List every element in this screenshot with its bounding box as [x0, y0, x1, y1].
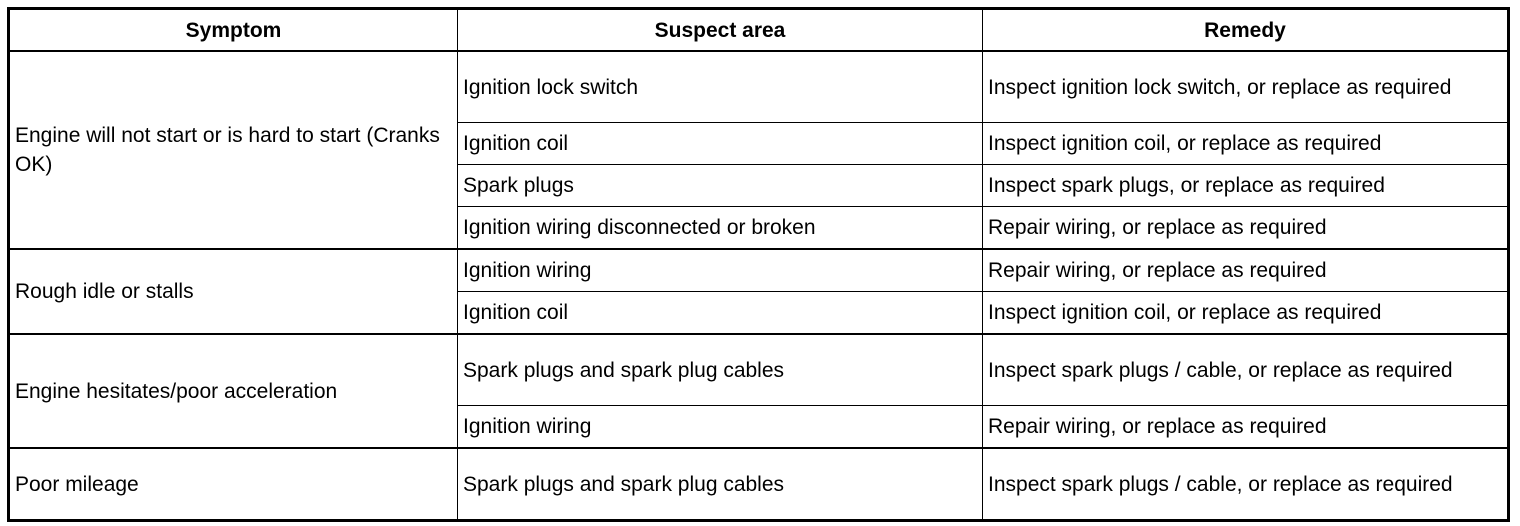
suspect-area-cell: Ignition wiring — [457, 248, 983, 292]
remedy-cell: Repair wiring, or replace as required — [982, 206, 1509, 250]
suspect-area-cell: Spark plugs and spark plug cables — [457, 447, 983, 521]
suspect-area-cell: Ignition coil — [457, 122, 983, 165]
header-suspect-area: Suspect area — [457, 8, 983, 52]
header-symptom: Symptom — [8, 8, 458, 52]
symptom-cell: Poor mileage — [8, 447, 458, 521]
table-header-row: Symptom Suspect area Remedy — [8, 8, 1509, 52]
suspect-area-cell: Ignition coil — [457, 291, 983, 335]
remedy-cell: Inspect ignition lock switch, or replace… — [982, 50, 1509, 123]
table-row: Ignition wiring disconnected or broken R… — [9, 206, 1509, 250]
suspect-area-cell: Ignition lock switch — [457, 50, 983, 123]
remedy-cell: Inspect ignition coil, or replace as req… — [982, 291, 1509, 335]
table-row: Rough idle or stalls Ignition wiring Rep… — [8, 248, 1509, 335]
remedy-cell: Inspect spark plugs / cable, or replace … — [982, 447, 1509, 521]
table-row: Poor mileage Spark plugs and spark plug … — [8, 447, 1509, 521]
table-row: Engine will not start or is hard to star… — [8, 50, 1509, 250]
symptom-cell: Engine will not start or is hard to star… — [8, 50, 458, 250]
remedy-cell: Inspect spark plugs / cable, or replace … — [982, 333, 1509, 406]
table-row: Engine hesitates/poor acceleration Spark… — [8, 333, 1509, 449]
table-row: Spark plugs Inspect spark plugs, or repl… — [9, 164, 1509, 207]
suspect-area-cell: Spark plugs and spark plug cables — [457, 333, 983, 406]
header-remedy: Remedy — [982, 8, 1509, 52]
remedy-cell: Repair wiring, or replace as required — [982, 248, 1509, 292]
troubleshooting-table: Symptom Suspect area Remedy Engine will … — [7, 7, 1510, 522]
table-row: Ignition wiring Repair wiring, or replac… — [9, 405, 1509, 449]
remedy-cell: Inspect ignition coil, or replace as req… — [982, 122, 1509, 165]
table-row: Ignition coil Inspect ignition coil, or … — [9, 122, 1509, 165]
suspect-area-cell: Ignition wiring — [457, 405, 983, 449]
symptom-cell: Rough idle or stalls — [8, 248, 458, 335]
remedy-cell: Inspect spark plugs, or replace as requi… — [982, 164, 1509, 207]
table-row: Ignition coil Inspect ignition coil, or … — [9, 291, 1509, 335]
suspect-area-cell: Spark plugs — [457, 164, 983, 207]
remedy-cell: Repair wiring, or replace as required — [982, 405, 1509, 449]
suspect-area-cell: Ignition wiring disconnected or broken — [457, 206, 983, 250]
symptom-cell: Engine hesitates/poor acceleration — [8, 333, 458, 449]
